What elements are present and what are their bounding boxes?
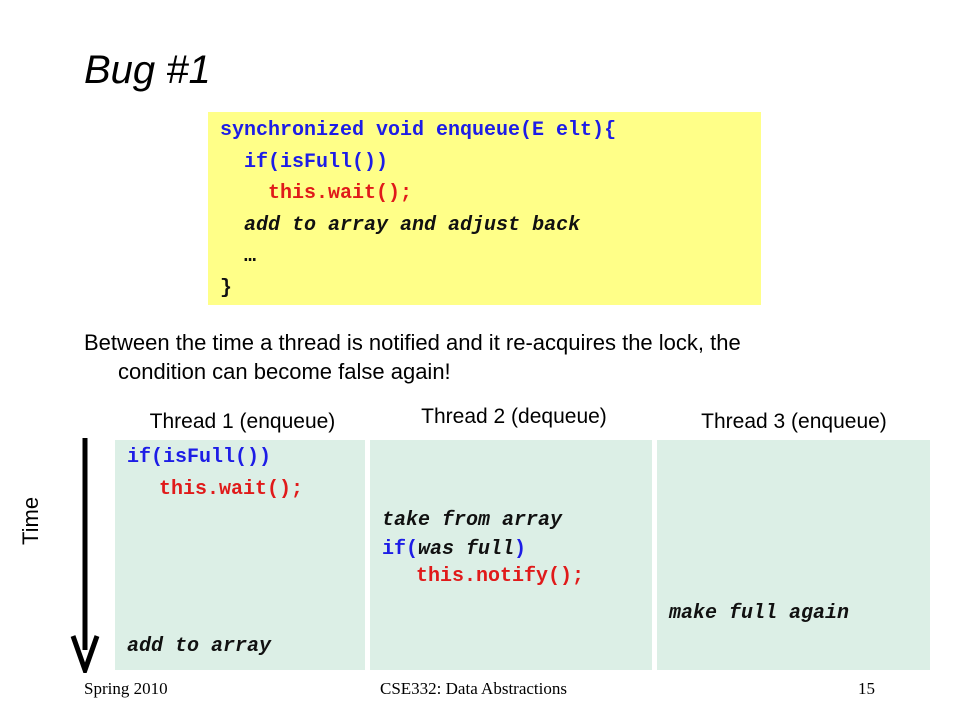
thread-1-add: add to array xyxy=(127,635,272,658)
thread-2-column: take from array if(was full) this.notify… xyxy=(370,440,652,670)
thread-3-make: make full again xyxy=(669,602,850,625)
thread-1-wait: this.wait(); xyxy=(159,478,304,501)
description-line-1: Between the time a thread is notified an… xyxy=(84,330,741,355)
thread-3-header: Thread 3 (enqueue) xyxy=(701,410,887,433)
time-arrow xyxy=(70,438,100,673)
thread-2-if-keyword: if( xyxy=(382,538,419,561)
thread-2-notify: this.notify(); xyxy=(416,565,585,588)
description: Between the time a thread is notified an… xyxy=(84,328,884,386)
thread-2-if: if(was full) xyxy=(382,537,526,563)
code-line-close: } xyxy=(220,276,233,300)
thread-2-take: take from array xyxy=(382,509,563,532)
code-line-signature: synchronized void enqueue(E elt){ xyxy=(220,119,617,142)
thread-1-header: Thread 1 (enqueue) xyxy=(149,410,336,433)
code-lines: synchronized void enqueue(E elt){ if(isF… xyxy=(220,115,616,304)
code-line-add: add to array and adjust back xyxy=(244,213,581,237)
slide-title: Bug #1 xyxy=(84,48,211,92)
time-arrow-head xyxy=(70,635,100,673)
thread-1-if: if(isFull()) xyxy=(127,446,272,469)
thread-2-header: Thread 2 (dequeue) xyxy=(421,405,607,428)
code-line-wait: this.wait(); xyxy=(268,182,413,205)
code-line-if: if(isFull()) xyxy=(244,150,389,174)
code-line-ellipsis: … xyxy=(244,245,257,268)
thread-2-if-close: ) xyxy=(514,538,527,561)
description-line-2: condition can become false again! xyxy=(118,359,451,384)
thread-2-if-condition: was full xyxy=(418,538,515,561)
thread-1-column: if(isFull()) this.wait(); add to array xyxy=(115,440,365,670)
thread-3-column: make full again xyxy=(657,440,930,670)
code-block: synchronized void enqueue(E elt){ if(isF… xyxy=(208,112,761,305)
footer-course: CSE332: Data Abstractions xyxy=(380,679,567,698)
footer-date: Spring 2010 xyxy=(84,679,168,698)
time-label: Time xyxy=(18,496,43,545)
footer-page-number: 15 xyxy=(858,679,875,698)
